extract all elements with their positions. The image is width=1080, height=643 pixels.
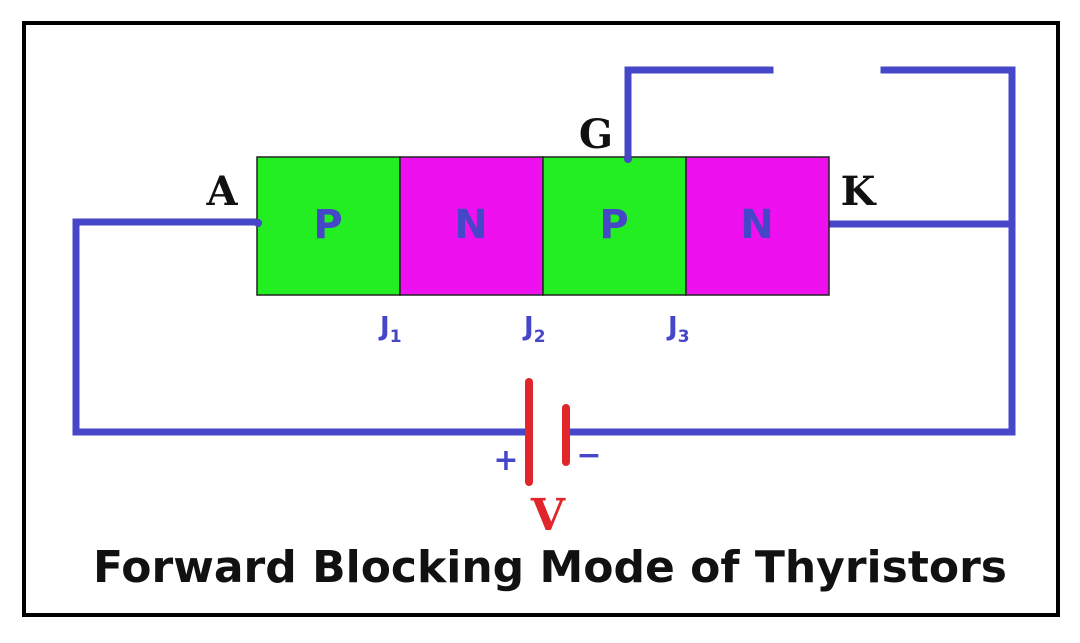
junction-j2-label: J2: [522, 312, 546, 347]
diagram-frame: [22, 21, 1060, 617]
gate-wire: [624, 66, 774, 164]
layer-n2-label: N: [740, 202, 773, 248]
diagram-title: Forward Blocking Mode of Thyristors: [93, 542, 1007, 593]
battery-voltage-label: V: [530, 490, 566, 541]
pnpn-layers: P N P N: [256, 156, 830, 296]
layer-p1-label: P: [313, 202, 342, 248]
circuit-wires: [72, 66, 1016, 436]
battery-symbol: [525, 378, 570, 486]
anode-wire: [72, 218, 532, 436]
layer-p1: [256, 156, 401, 296]
gate-contact: [624, 155, 632, 163]
battery-plus-sign: +: [493, 443, 518, 478]
anode-contact: [254, 219, 262, 227]
layer-p2-label: P: [599, 202, 628, 248]
junction-j1-label: J1: [378, 312, 402, 347]
battery-return-wire: [563, 66, 1016, 436]
junction-j3-label: J3: [666, 312, 690, 347]
layer-n1: [399, 156, 544, 296]
layer-n2: [685, 156, 830, 296]
cathode-label: K: [841, 168, 877, 215]
gate-label: G: [579, 111, 613, 158]
battery-minus-sign: −: [576, 438, 601, 473]
anode-label: A: [205, 168, 238, 215]
layer-n1-label: N: [454, 202, 487, 248]
